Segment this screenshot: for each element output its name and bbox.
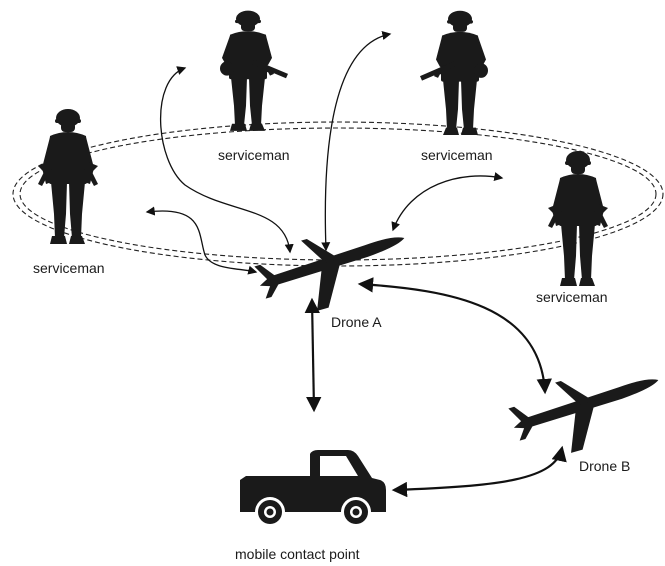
link-drone-a-serviceman-top-left (159, 66, 294, 254)
label-mobile-contact-point: mobile contact point (235, 546, 360, 562)
serviceman-top-right-figure (420, 10, 488, 135)
pickup-truck-icon (240, 450, 386, 527)
drone-a-icon (251, 213, 418, 325)
link-drone-a-up (321, 31, 392, 252)
link-drone-a-vehicle (304, 297, 322, 413)
link-drone-a-serviceman-right (391, 172, 504, 232)
link-drone-b-vehicle (391, 445, 567, 498)
label-serviceman-right: serviceman (536, 289, 608, 305)
label-serviceman-top-left: serviceman (218, 147, 290, 163)
label-drone-a: Drone A (331, 314, 382, 330)
label-serviceman-top-right: serviceman (421, 147, 493, 163)
link-drone-a-drone-b (357, 277, 552, 395)
label-serviceman-left: serviceman (33, 260, 105, 276)
drone-b-icon (505, 355, 665, 467)
label-drone-b: Drone B (579, 458, 630, 474)
serviceman-left-figure (38, 109, 98, 244)
serviceman-top-left-figure (220, 10, 288, 131)
serviceman-right-figure (548, 151, 608, 286)
